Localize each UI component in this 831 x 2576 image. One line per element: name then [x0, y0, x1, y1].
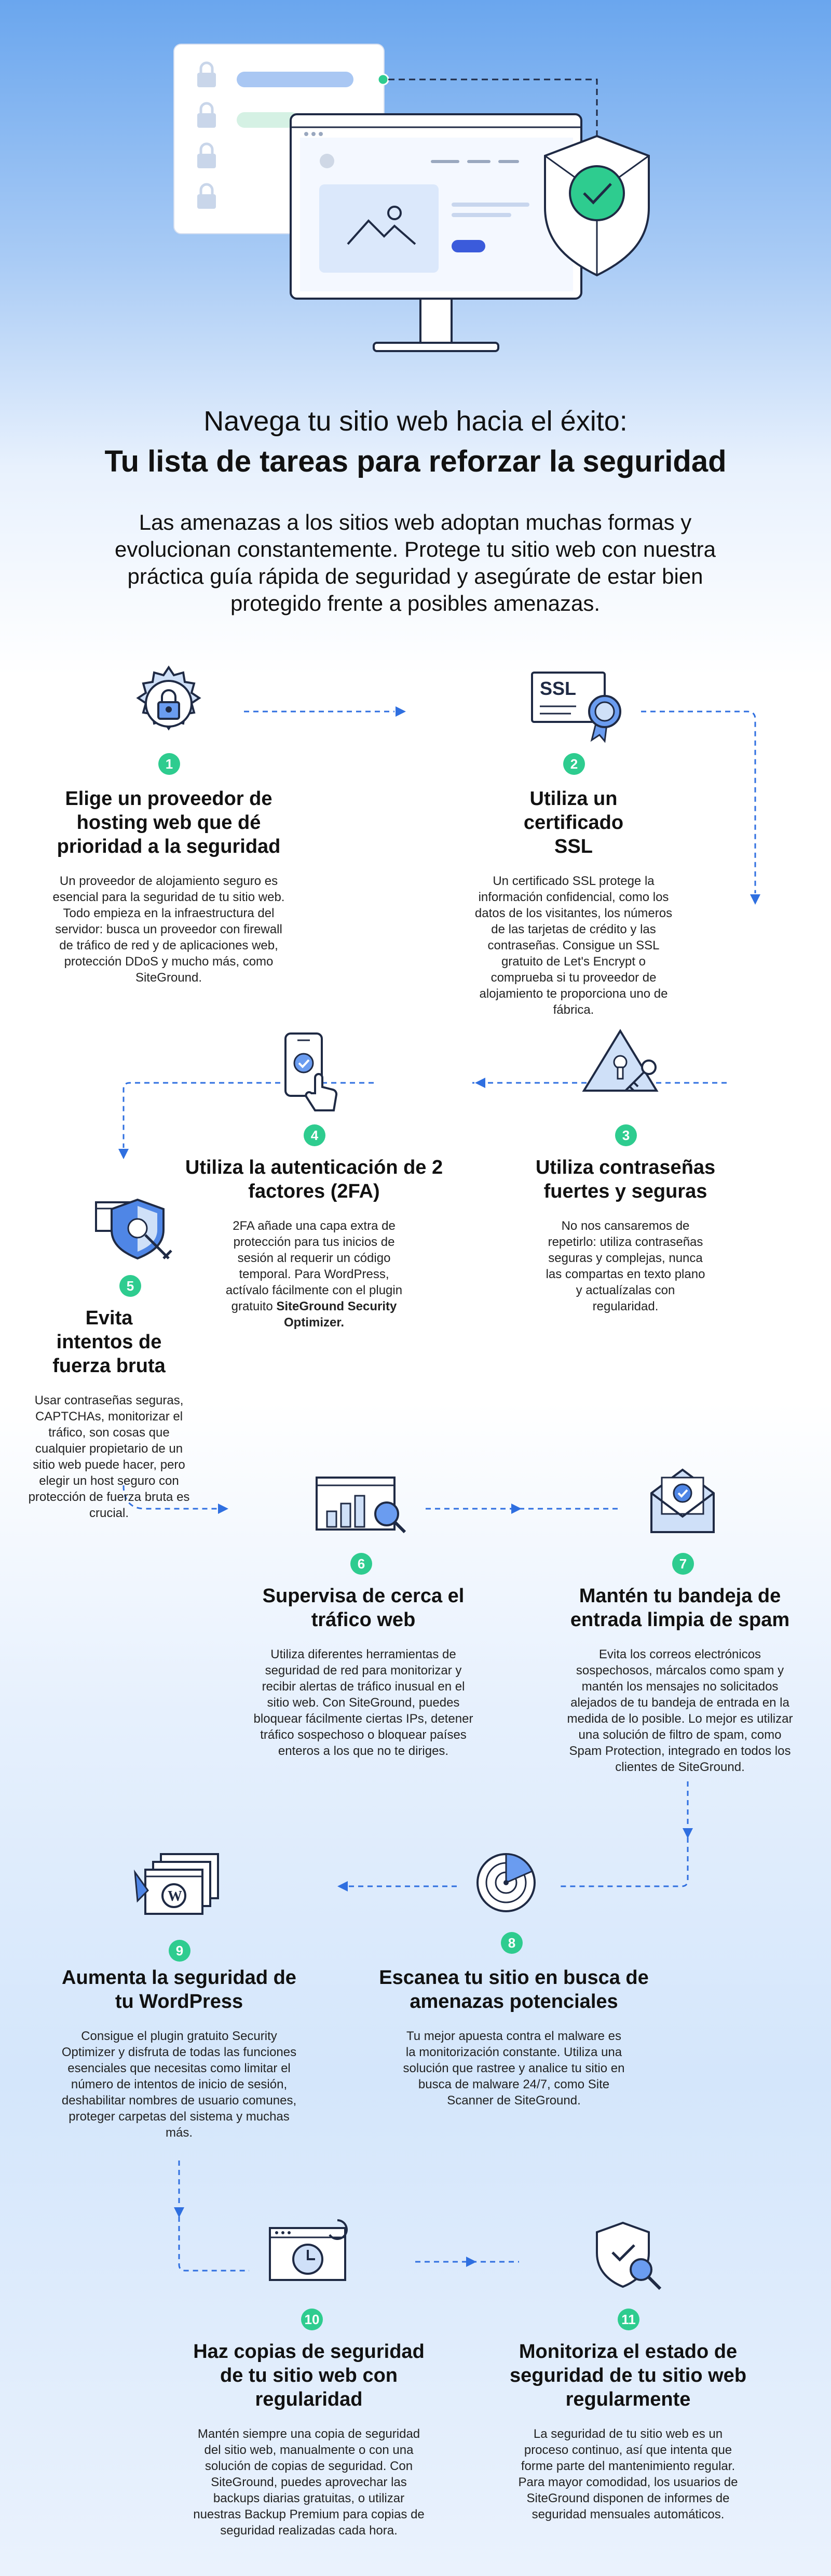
shield-sword-icon [95, 1198, 172, 1260]
step-number-3: 3 [615, 1124, 637, 1146]
gear-lock-icon [136, 665, 201, 731]
step-3: Utiliza contraseñas fuertes y seguras No… [501, 1156, 750, 1314]
lock-icon [197, 61, 353, 87]
arrow-right-icon [396, 706, 406, 717]
image-placeholder-icon [347, 206, 416, 245]
step-title: Escanea tu sitio en busca de amenazas po… [379, 1967, 649, 2013]
step-10: Haz copias de seguridad de tu sitio web … [171, 2340, 446, 2539]
lock-icon [197, 183, 216, 209]
step-number-7: 7 [672, 1553, 694, 1575]
step-title: Elige un proveedor de hosting web que dé… [57, 788, 281, 857]
hero-illustration [173, 44, 650, 352]
step-9: Aumenta la seguridad de tu WordPress Con… [44, 1966, 314, 2141]
step-body: Un certificado SSL protege la informació… [474, 874, 673, 1017]
shield-search-icon [596, 2221, 662, 2290]
step-6: Supervisa de cerca el tráfico web Utiliz… [236, 1584, 491, 1759]
step-number-8: 8 [501, 1932, 523, 1954]
step-title: Utiliza contraseñas fuertes y seguras [535, 1157, 716, 1202]
step-title: Aumenta la seguridad de tu WordPress [62, 1967, 296, 2013]
arrow-down-icon [174, 2207, 184, 2218]
step-2: Utiliza un certificado SSL Un certificad… [433, 787, 714, 1018]
arrow-right-icon [218, 1504, 228, 1514]
step-number-9: 9 [169, 1940, 190, 1962]
step-number-2: 2 [563, 753, 585, 775]
phone-2fa-icon [284, 1032, 338, 1111]
arrow-down-icon [750, 894, 760, 905]
step-title: Haz copias de seguridad de tu sitio web … [193, 2341, 425, 2410]
key-warning-icon [582, 1029, 659, 1092]
step-number-1: 1 [158, 753, 180, 775]
step-title: Utiliza la autenticación de 2 factores (… [185, 1157, 443, 1202]
step-title: Supervisa de cerca el tráfico web [262, 1585, 465, 1631]
lock-icon [197, 142, 216, 168]
backup-clock-icon [269, 2219, 348, 2281]
arrow-right-icon [466, 2257, 476, 2267]
plugin-name: SiteGround Security Optimizer. [276, 1299, 397, 1330]
step-body: 2FA añade una capa extra de protección p… [179, 1218, 449, 1331]
step-title: Utiliza un certificado SSL [523, 788, 624, 857]
arrow-down-icon [118, 1149, 129, 1159]
mail-check-icon [650, 1468, 715, 1533]
step-body-text: 2FA añade una capa extra de protección p… [225, 1219, 403, 1313]
page-title-line2: Tu lista de tareas para reforzar la segu… [104, 445, 727, 478]
step-body: Utiliza diferentes herramientas de segur… [253, 1647, 473, 1758]
arrow-down-icon [683, 1828, 693, 1839]
step-title: Evita intentos de fuerza bruta [52, 1307, 166, 1377]
step-body: Tu mejor apuesta contra el malware es la… [403, 2029, 625, 2108]
step-body: Consigue el plugin gratuito Security Opt… [61, 2029, 297, 2140]
ssl-label: SSL [540, 678, 576, 699]
step-5: Evita intentos de fuerza bruta Usar cont… [16, 1306, 202, 1521]
step-number-10: 10 [301, 2309, 323, 2330]
svg-text:W: W [168, 1888, 182, 1904]
step-1: Elige un proveedor de hosting web que dé… [31, 787, 306, 986]
step-number-5: 5 [119, 1275, 141, 1297]
step-number-6: 6 [350, 1553, 372, 1575]
step-4: Utiliza la autenticación de 2 factores (… [179, 1156, 449, 1331]
arrow-left-icon [475, 1078, 485, 1088]
arrow-right-icon [511, 1504, 522, 1514]
traffic-chart-icon [316, 1477, 406, 1534]
step-11: Monitoriza el estado de seguridad de tu … [493, 2340, 763, 2523]
ssl-certificate-icon: SSL [531, 672, 621, 743]
step-8: Escanea tu sitio en busca de amenazas po… [366, 1966, 662, 2109]
step-body: Un proveedor de alojamiento seguro es es… [52, 874, 285, 985]
step-title: Mantén tu bandeja de entrada limpia de s… [570, 1585, 790, 1631]
step-body: Usar contraseñas seguras, CAPTCHAs, moni… [28, 1393, 190, 1520]
step-title: Monitoriza el estado de seguridad de tu … [509, 2341, 747, 2410]
step-7: Mantén tu bandeja de entrada limpia de s… [540, 1584, 820, 1775]
intro-paragraph: Las amenazas a los sitios web adoptan mu… [114, 510, 716, 615]
step-body: No nos cansaremos de repetirlo: utiliza … [546, 1219, 705, 1313]
step-body: Mantén siempre una copia de seguridad de… [193, 2427, 425, 2538]
lock-icon [197, 102, 299, 128]
radar-scan-icon [476, 1853, 536, 1912]
wordpress-windows-icon: W [134, 1853, 219, 1915]
step-number-4: 4 [304, 1124, 325, 1146]
step-number-11: 11 [618, 2309, 639, 2330]
shield-check-icon [544, 135, 650, 277]
page-title-line1: Navega tu sitio web hacia el éxito: [203, 406, 628, 437]
step-body: Evita los correos electrónicos sospechos… [567, 1647, 793, 1774]
step-body: La seguridad de tu sitio web es un proce… [518, 2427, 738, 2521]
arrow-left-icon [337, 1881, 348, 1891]
